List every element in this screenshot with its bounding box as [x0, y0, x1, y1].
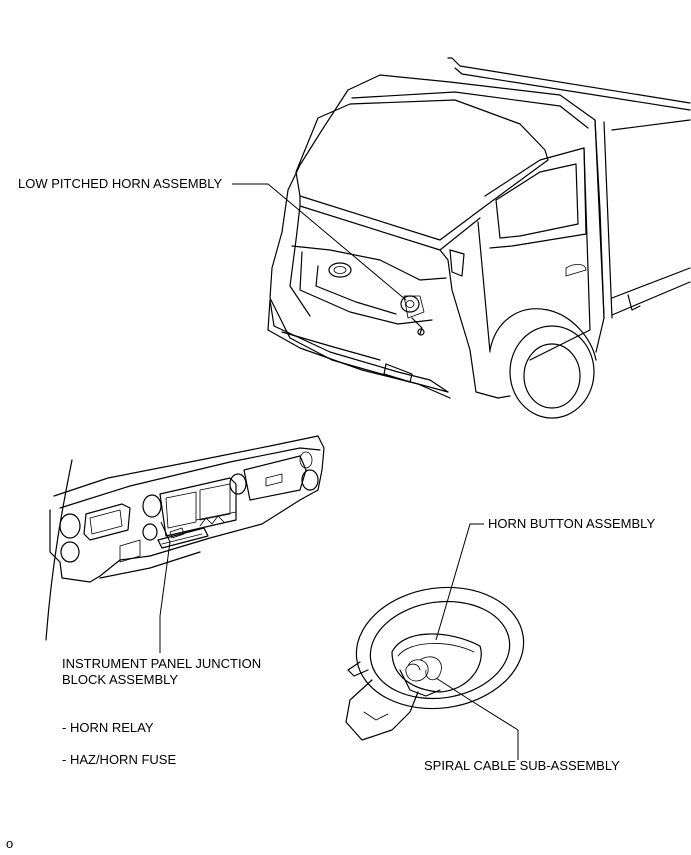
truck-illustration	[267, 57, 691, 419]
steering-wheel-illustration	[345, 586, 525, 741]
label-spiral-cable: SPIRAL CABLE SUB-ASSEMBLY	[424, 758, 620, 773]
label-instrument-panel-line2: BLOCK ASSEMBLY	[62, 672, 179, 687]
label-horn-button: HORN BUTTON ASSEMBLY	[488, 516, 656, 531]
instrument-panel-illustration	[45, 435, 325, 641]
label-haz-horn-fuse: - HAZ/HORN FUSE	[62, 752, 177, 767]
leader-lines	[159, 183, 519, 760]
label-instrument-panel-line1: INSTRUMENT PANEL JUNCTION	[62, 656, 262, 671]
corner-code: o	[6, 836, 14, 851]
label-horn-relay: - HORN RELAY	[62, 720, 154, 735]
label-low-pitched-horn: LOW PITCHED HORN ASSEMBLY	[18, 176, 223, 191]
